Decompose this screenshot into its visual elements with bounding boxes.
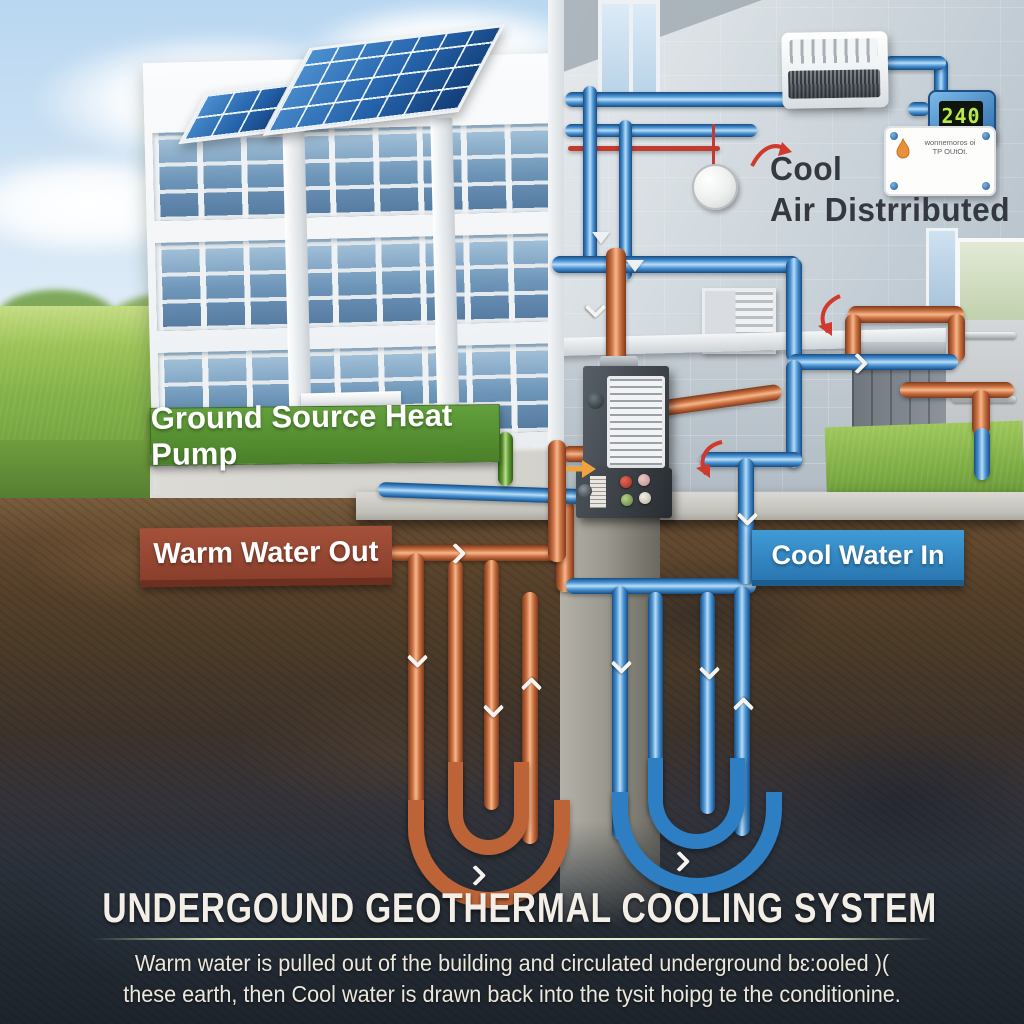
- cabinet-handle: [952, 332, 1016, 339]
- cool-pipe: [786, 360, 802, 468]
- cool-loop-pipe: [612, 586, 628, 840]
- building-window-row: [155, 233, 568, 331]
- label-text: Warm Water Out: [153, 535, 379, 570]
- flame-icon: [896, 138, 910, 159]
- heat-pump-port: [587, 392, 604, 409]
- ac-grille: [788, 69, 881, 99]
- pipe-fitting: [592, 232, 610, 244]
- heat-pump-unit: [583, 366, 669, 470]
- label-text: Air Distrributed: [770, 191, 1011, 228]
- heat-pump-base: [576, 468, 672, 518]
- label-text: Cool: [770, 150, 843, 187]
- warm-pipe-down: [548, 440, 566, 562]
- pipe-fitting: [626, 260, 644, 272]
- warm-inlet-arrow-icon: [566, 460, 596, 478]
- label-cool-water-in: Cool Water In: [752, 530, 964, 586]
- green-button: [621, 494, 633, 506]
- pink-button: [638, 474, 650, 486]
- warm-loop-ubend: [448, 762, 529, 855]
- title-divider: [91, 938, 933, 940]
- cool-pipe: [565, 124, 757, 137]
- heat-pump-inlet: [578, 484, 592, 498]
- diagram-title: UNDERGOUND GEOTHERMAL COOLING SYSTEM: [102, 884, 938, 931]
- airflow-arrow-icon: [818, 294, 841, 336]
- ac-vent-slots: [789, 38, 878, 64]
- lamp-cord: [712, 124, 715, 168]
- screw-icon: [890, 132, 898, 140]
- heat-pump-grille: [607, 376, 665, 468]
- screw-icon: [982, 182, 990, 190]
- label-text: Ground Source Heat Pump: [150, 397, 453, 472]
- ceiling-lamp: [692, 164, 738, 210]
- caption-line: Warm water is pulled out of the building…: [134, 950, 890, 976]
- interior-window: [926, 228, 958, 310]
- cool-pipe: [788, 354, 958, 370]
- screw-icon: [890, 182, 898, 190]
- cool-pipe: [583, 86, 597, 266]
- cool-pipe: [552, 256, 800, 273]
- label-cool-air-distributed: Cool Air Distrributed: [770, 148, 1010, 230]
- red-conduit: [568, 146, 720, 151]
- white-button: [639, 492, 651, 504]
- warm-pipe: [948, 314, 965, 362]
- panel-text-line: TP OUtOt.: [932, 147, 968, 156]
- heat-pump-spec-label: [590, 476, 606, 508]
- airflow-arrow-icon: [696, 440, 723, 478]
- cool-pipe: [884, 56, 946, 70]
- warm-pipe: [900, 382, 1014, 398]
- warm-loop-pipe: [388, 545, 560, 561]
- label-text: Cool Water In: [771, 539, 945, 570]
- green-pipe: [498, 432, 513, 486]
- label-warm-water-out: Warm Water Out: [139, 525, 393, 588]
- warm-loop-pipe: [484, 560, 499, 810]
- wall-cut-edge: [548, 0, 564, 495]
- cool-pipe: [974, 428, 990, 480]
- screw-icon: [982, 132, 990, 140]
- label-ground-source-heat-pump: Ground Source Heat Pump: [149, 398, 501, 472]
- interior-window: [598, 0, 660, 102]
- cool-pipe: [738, 458, 754, 584]
- red-button: [620, 476, 632, 488]
- warm-loop-pipe: [408, 553, 424, 845]
- caption-line: these earth, then Cool water is drawn ba…: [123, 981, 901, 1007]
- control-panel: wonnemoros oi TP OUtOt.: [884, 126, 996, 196]
- cool-pipe: [786, 258, 802, 362]
- cool-pipe: [619, 120, 632, 280]
- caption-block: UNDERGOUND GEOTHERMAL COOLING SYSTEM War…: [0, 884, 1024, 1010]
- warm-loop-pipe: [448, 560, 463, 810]
- warm-pipe: [848, 306, 964, 323]
- warm-pipe: [606, 248, 626, 364]
- airflow-arrow-icon: [750, 142, 792, 167]
- cool-pipe: [908, 102, 930, 116]
- panel-text-line: wonnemoros oi: [924, 138, 976, 147]
- cool-loop-pipe: [566, 578, 756, 594]
- warm-pipe: [845, 314, 861, 366]
- warm-pipe: [972, 390, 990, 436]
- louver-cabinet-top: [848, 342, 960, 354]
- wall-ac-unit: [781, 31, 889, 109]
